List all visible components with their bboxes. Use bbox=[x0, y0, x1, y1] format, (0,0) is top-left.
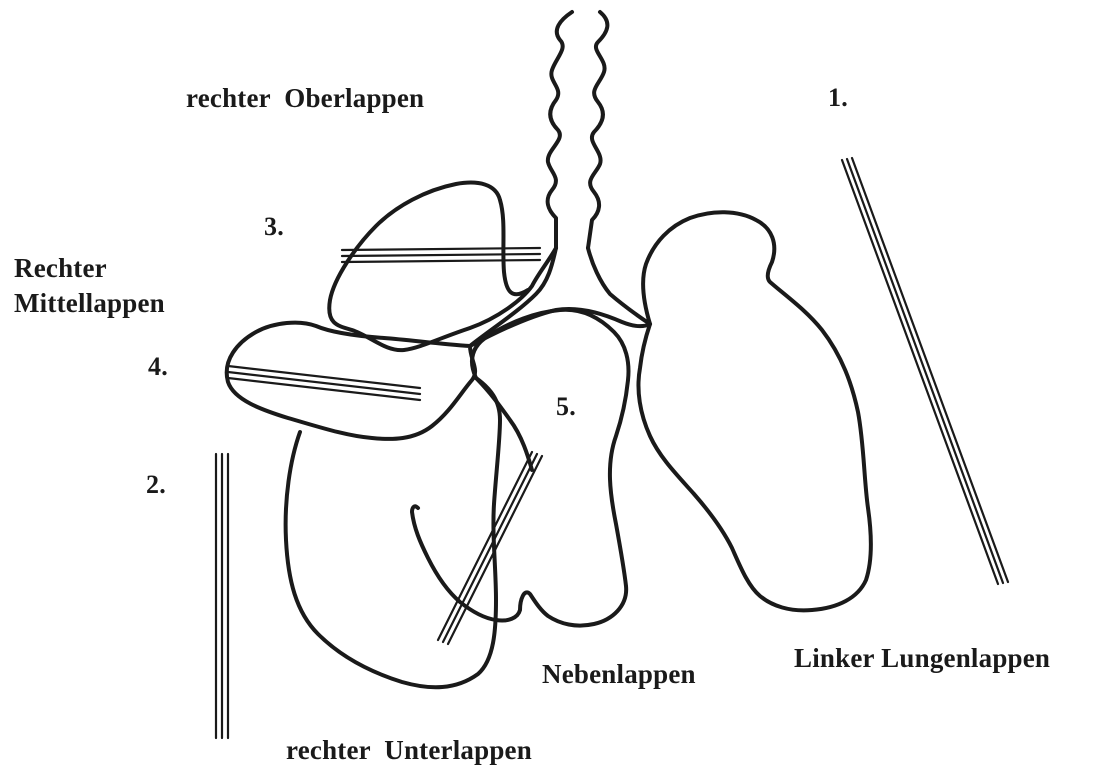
cut-line-3 bbox=[342, 248, 540, 262]
right-upper-lobe-outline bbox=[329, 183, 556, 351]
label-left-lobe: Linker Lungenlappen bbox=[794, 643, 1050, 675]
right-lower-lobe-outline bbox=[286, 378, 500, 687]
label-accessory-lobe: Nebenlappen bbox=[542, 659, 696, 691]
label-right-middle-lobe-line1: Rechter bbox=[14, 253, 107, 285]
marker-2: 2. bbox=[146, 470, 166, 501]
marker-5: 5. bbox=[556, 392, 576, 423]
trachea-left-wall bbox=[548, 12, 572, 248]
cut-line-4 bbox=[228, 366, 420, 400]
marker-4: 4. bbox=[148, 352, 168, 383]
bronchus-right bbox=[470, 248, 556, 346]
cut-line-2 bbox=[216, 454, 228, 738]
accessory-lobe-outline bbox=[412, 310, 628, 626]
marker-3: 3. bbox=[264, 212, 284, 243]
accessory-lobe-inner-edge bbox=[476, 378, 532, 470]
left-lobe-outline bbox=[638, 212, 870, 610]
cut-line-1 bbox=[842, 158, 1008, 584]
trachea-right-wall bbox=[588, 12, 607, 248]
label-right-middle-lobe-line2: Mittellappen bbox=[14, 288, 165, 320]
label-right-upper-lobe: rechter Oberlappen bbox=[186, 83, 424, 115]
cut-line-5 bbox=[438, 452, 542, 644]
marker-1: 1. bbox=[828, 83, 848, 114]
label-right-lower-lobe: rechter Unterlappen bbox=[286, 735, 532, 767]
